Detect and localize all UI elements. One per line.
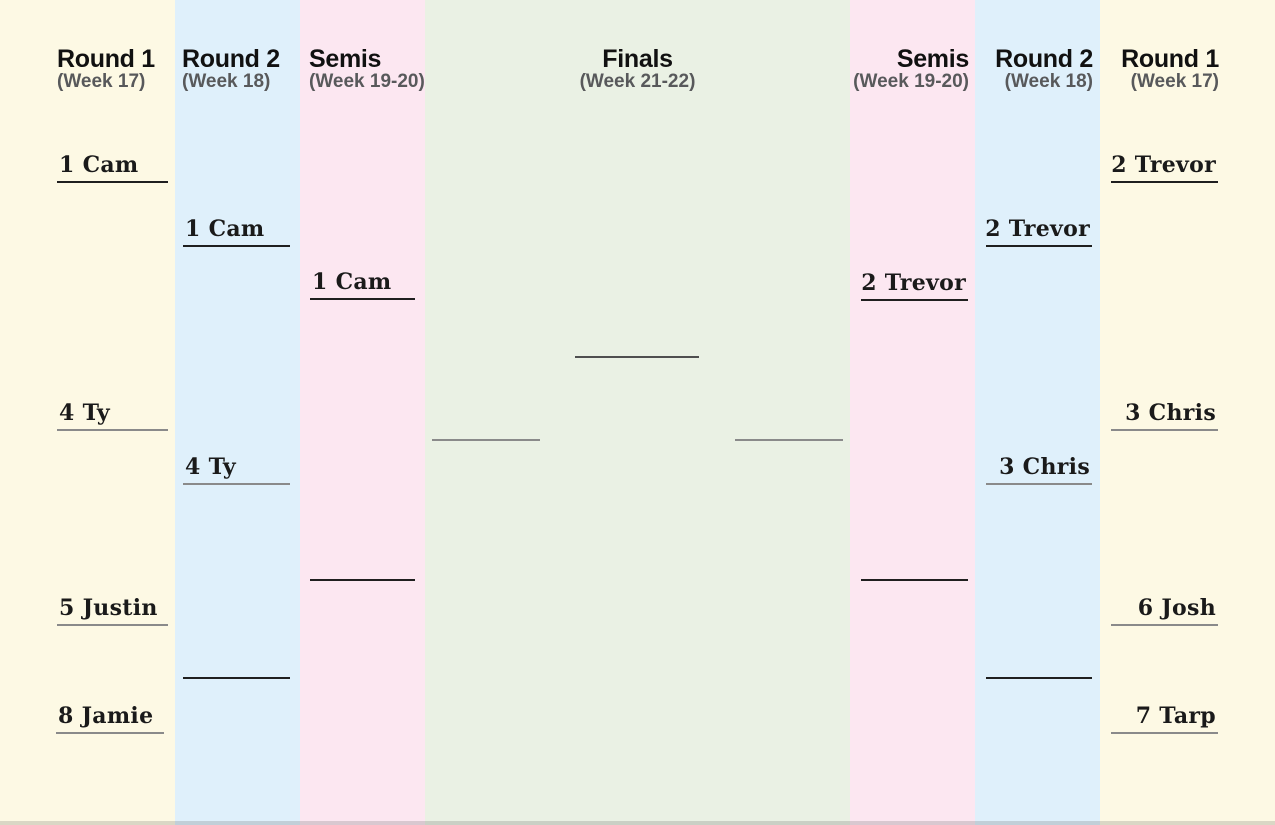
slot-left-round1-1: 1 Cam (57, 143, 168, 183)
slot-left-round1-2: 4 Ty (57, 391, 168, 431)
column-title: Round 1 (57, 45, 155, 73)
slot-left-round2-2: 4 Ty (183, 445, 290, 485)
column-subtitle: (Week 17) (1130, 71, 1219, 92)
column-subtitle: (Week 18) (1004, 71, 1093, 92)
column-header-round2-right: Round 2 (Week 18) (995, 46, 1093, 92)
slot-finals-right-finalist-empty (735, 401, 843, 441)
slot-right-round1-2: 3 Chris (1111, 391, 1218, 431)
column-title: Round 2 (995, 45, 1093, 73)
slot-right-round1-3: 6 Josh (1111, 586, 1218, 626)
column-header-round1-left: Round 1 (Week 17) (57, 46, 155, 92)
bottom-edge-strip (0, 821, 1275, 825)
slot-left-round1-3: 5 Justin (57, 586, 168, 626)
slot-left-semis-2-empty (310, 541, 415, 581)
round2-right-column-bg (975, 0, 1100, 825)
semis-left-column-bg (300, 0, 425, 825)
column-title: Semis (896, 45, 969, 73)
column-title: Finals (602, 45, 673, 73)
column-title: Round 2 (182, 45, 280, 73)
column-header-semis-right: Semis (Week 19-20) (853, 46, 969, 92)
column-header-round1-right: Round 1 (Week 17) (1121, 46, 1219, 92)
column-subtitle: (Week 17) (57, 71, 146, 92)
slot-finals-champion-empty (575, 318, 699, 358)
round2-left-column-bg (175, 0, 300, 825)
column-title: Semis (309, 45, 382, 73)
slot-left-semis-1: 1 Cam (310, 260, 415, 300)
column-header-finals: Finals (Week 21-22) (425, 46, 850, 92)
slot-right-semis-2-empty (861, 541, 968, 581)
column-subtitle: (Week 18) (182, 71, 271, 92)
column-header-semis-left: Semis (Week 19-20) (309, 46, 425, 92)
finals-column-bg (425, 0, 850, 825)
column-subtitle: (Week 21-22) (579, 71, 696, 92)
slot-left-round2-1: 1 Cam (183, 207, 290, 247)
slot-left-round1-4: 8 Jamie (56, 694, 164, 734)
column-subtitle: (Week 19-20) (853, 71, 969, 92)
semis-right-column-bg (850, 0, 975, 825)
column-subtitle: (Week 19-20) (309, 71, 425, 92)
slot-finals-left-finalist-empty (432, 401, 540, 441)
slot-right-round2-3-empty (986, 639, 1092, 679)
slot-right-round1-1: 2 Trevor (1111, 143, 1218, 183)
slot-right-round1-4: 7 Tarp (1111, 694, 1218, 734)
slot-right-round2-2: 3 Chris (986, 445, 1092, 485)
slot-right-semis-1: 2 Trevor (861, 261, 968, 301)
slot-right-round2-1: 2 Trevor (985, 207, 1092, 247)
column-title: Round 1 (1121, 45, 1219, 73)
column-header-round2-left: Round 2 (Week 18) (182, 46, 280, 92)
slot-left-round2-3-empty (183, 639, 290, 679)
